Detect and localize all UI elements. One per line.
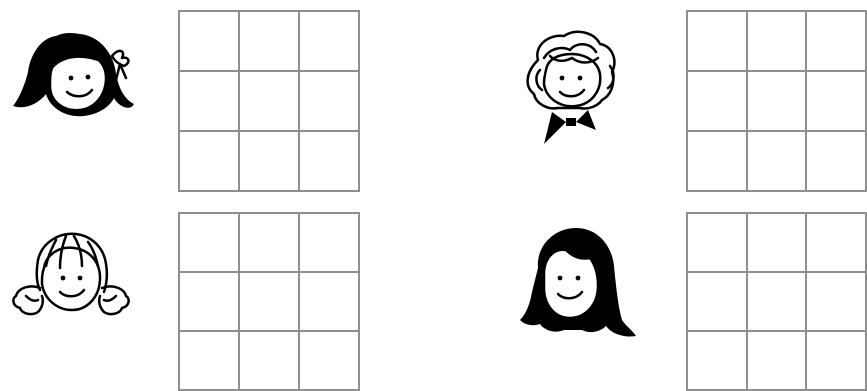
- grid-cell[interactable]: [299, 131, 359, 191]
- grid-cell[interactable]: [687, 272, 747, 331]
- grid-cell[interactable]: [239, 11, 299, 71]
- grid-cell[interactable]: [299, 272, 359, 331]
- grid-cell[interactable]: [239, 331, 299, 390]
- grid-cell[interactable]: [747, 131, 807, 191]
- grid-cell[interactable]: [299, 71, 359, 131]
- face-drawing-3: [8, 226, 133, 331]
- face-drawing-1: [10, 28, 135, 123]
- grid-cell[interactable]: [806, 71, 866, 131]
- grid-cell[interactable]: [806, 213, 866, 272]
- grid-cell[interactable]: [299, 213, 359, 272]
- grid-cell[interactable]: [239, 272, 299, 331]
- grid-cell[interactable]: [687, 71, 747, 131]
- grid-cell[interactable]: [179, 131, 239, 191]
- child-face-light-curly-hair-with-bowtie: [514, 26, 624, 151]
- grid-cell[interactable]: [299, 11, 359, 71]
- grid-cell[interactable]: [806, 131, 866, 191]
- grid-cell[interactable]: [687, 213, 747, 272]
- grid-cell[interactable]: [299, 331, 359, 390]
- answer-grid-4: [686, 212, 867, 391]
- grid-cell[interactable]: [806, 272, 866, 331]
- child-face-long-dark-hair: [514, 222, 639, 347]
- child-face-light-pigtails: [8, 226, 133, 331]
- grid-cell[interactable]: [179, 331, 239, 390]
- face-drawing-4: [514, 222, 639, 347]
- grid-cell[interactable]: [239, 131, 299, 191]
- grid-cell[interactable]: [747, 71, 807, 131]
- grid-cell[interactable]: [239, 213, 299, 272]
- grid-cell[interactable]: [806, 11, 866, 71]
- grid-cell[interactable]: [806, 331, 866, 390]
- grid-cell[interactable]: [179, 272, 239, 331]
- grid-cell[interactable]: [179, 11, 239, 71]
- grid-cell[interactable]: [179, 71, 239, 131]
- grid-cell[interactable]: [747, 331, 807, 390]
- grid-cell[interactable]: [687, 11, 747, 71]
- face-drawing-2: [514, 26, 624, 151]
- grid-cell[interactable]: [747, 272, 807, 331]
- grid-cell[interactable]: [747, 11, 807, 71]
- grid-cell[interactable]: [179, 213, 239, 272]
- grid-cell[interactable]: [687, 331, 747, 390]
- grid-cell[interactable]: [747, 213, 807, 272]
- child-face-dark-curly-hair-with-bow: [10, 28, 135, 123]
- grid-cell[interactable]: [687, 131, 747, 191]
- answer-grid-2: [686, 10, 867, 192]
- answer-grid-1: [178, 10, 360, 192]
- grid-cell[interactable]: [239, 71, 299, 131]
- answer-grid-3: [178, 212, 360, 391]
